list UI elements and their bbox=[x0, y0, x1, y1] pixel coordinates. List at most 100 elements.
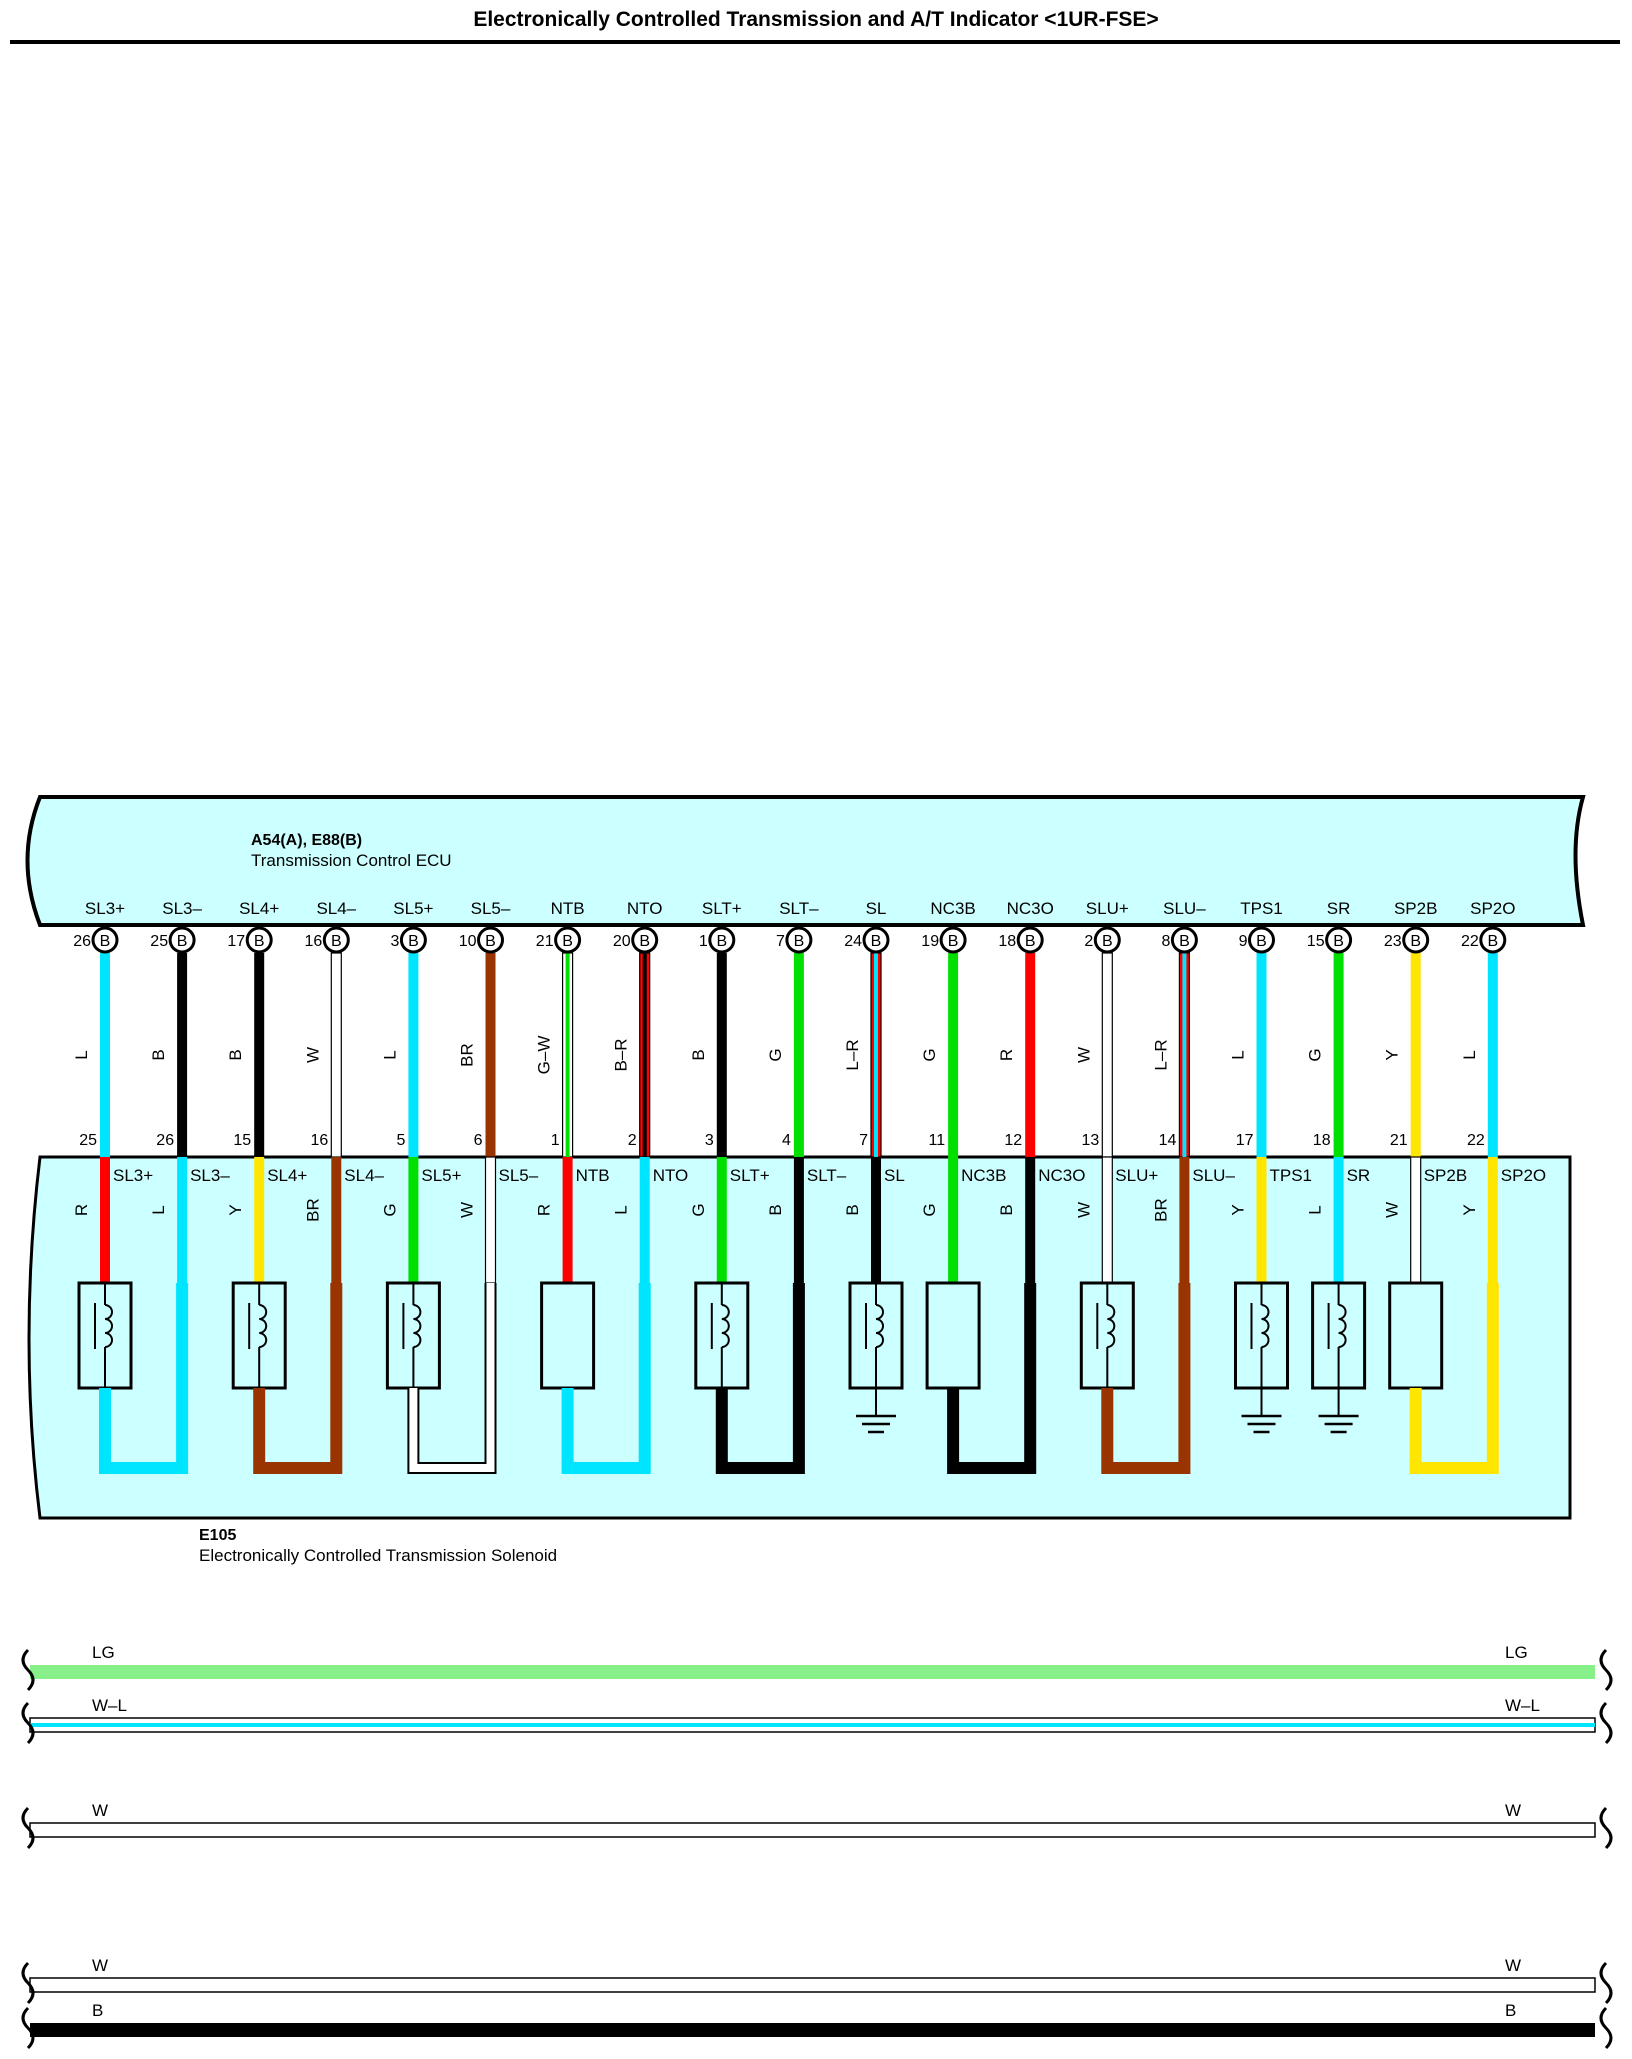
internal-wire bbox=[562, 1157, 573, 1283]
solenoid-pin-number: 12 bbox=[1004, 1132, 1022, 1149]
ecu-terminal-label: NTO bbox=[627, 899, 663, 918]
ecu-pin-number: 9 bbox=[1239, 933, 1248, 950]
ecu-terminal-label: SL4– bbox=[316, 899, 356, 918]
internal-wire-color-label: L bbox=[612, 1205, 631, 1214]
ecu-pin-number: 2 bbox=[1084, 933, 1093, 950]
solenoid-terminal-label: NC3B bbox=[961, 1166, 1006, 1185]
ecu-terminal-label: SL4+ bbox=[239, 899, 279, 918]
wire-color-label: G bbox=[920, 1048, 939, 1061]
ecu-pin-number: 23 bbox=[1384, 933, 1402, 950]
ecu-terminal-label: NC3B bbox=[930, 899, 975, 918]
ecu-terminal-label: SL3– bbox=[162, 899, 202, 918]
solenoid-terminal-label: SP2O bbox=[1501, 1166, 1546, 1185]
solenoid-pin-number: 22 bbox=[1467, 1132, 1485, 1149]
solenoid-pin-number: 3 bbox=[705, 1132, 714, 1149]
solenoid-terminal-label: SL5+ bbox=[421, 1166, 461, 1185]
return-loop-wire bbox=[253, 1283, 343, 1474]
internal-wire bbox=[177, 1157, 188, 1283]
wire-color-label: G bbox=[766, 1048, 785, 1061]
solenoid-terminal-label: SLU+ bbox=[1115, 1166, 1158, 1185]
internal-wire-color-label: L bbox=[1306, 1205, 1325, 1214]
page-title: Electronically Controlled Transmission a… bbox=[473, 8, 1159, 31]
svg-text:B: B bbox=[562, 933, 573, 950]
svg-text:B: B bbox=[639, 933, 650, 950]
harness-wire bbox=[408, 953, 419, 1157]
bus-label-left: W bbox=[92, 1956, 108, 1975]
connector-terminal: B bbox=[1325, 926, 1353, 954]
bus-label-left: LG bbox=[92, 1643, 115, 1662]
wire-color-label: L–R bbox=[843, 1039, 862, 1070]
svg-text:B: B bbox=[331, 933, 342, 950]
internal-wire-color-label: R bbox=[72, 1204, 91, 1216]
solenoid-connector-code: E105 bbox=[199, 1527, 236, 1544]
wire-color-label: L bbox=[72, 1050, 91, 1059]
svg-text:B: B bbox=[485, 933, 496, 950]
solenoid-terminal-label: NTB bbox=[576, 1166, 610, 1185]
internal-wire-color-label: W bbox=[458, 1202, 477, 1218]
ecu-pin-number: 15 bbox=[1307, 933, 1325, 950]
wire-color-label: W bbox=[1074, 1047, 1093, 1063]
ecu-terminal-label: SLT– bbox=[779, 899, 819, 918]
ecu-terminal-label: TPS1 bbox=[1240, 899, 1283, 918]
connector-terminal: B bbox=[1402, 926, 1430, 954]
connector-terminal: B bbox=[1479, 926, 1507, 954]
harness-wire bbox=[177, 953, 188, 1157]
connector-terminal: B bbox=[1170, 926, 1198, 954]
svg-text:B: B bbox=[871, 933, 882, 950]
harness-wire bbox=[793, 953, 804, 1157]
wire-color-label: R bbox=[997, 1049, 1016, 1061]
internal-wire-color-label: BR bbox=[1151, 1198, 1170, 1222]
solenoid-pin-number: 16 bbox=[311, 1132, 329, 1149]
ecu-terminal-label: SLU– bbox=[1163, 899, 1206, 918]
svg-text:B: B bbox=[100, 933, 111, 950]
svg-text:B: B bbox=[1256, 933, 1267, 950]
solenoid-terminal-label: SL4– bbox=[344, 1166, 384, 1185]
wire-color-label: B bbox=[149, 1049, 168, 1060]
svg-text:B: B bbox=[1410, 933, 1421, 950]
internal-wire bbox=[1333, 1157, 1344, 1283]
ecu-terminal-label: SL5+ bbox=[393, 899, 433, 918]
ecu-pin-number: 17 bbox=[227, 933, 245, 950]
solenoid-terminal-label: SL4+ bbox=[267, 1166, 307, 1185]
connector-terminal: B bbox=[399, 926, 427, 954]
wire-color-label: L bbox=[1229, 1050, 1248, 1059]
solenoid-pin-number: 17 bbox=[1236, 1132, 1254, 1149]
internal-wire bbox=[408, 1157, 419, 1283]
internal-wire bbox=[484, 1156, 497, 1284]
internal-wire bbox=[1256, 1157, 1267, 1283]
connector-terminal: B bbox=[939, 926, 967, 954]
sensor-element-icon bbox=[540, 1281, 596, 1390]
return-loop-wire bbox=[715, 1283, 805, 1474]
solenoid-coil-icon bbox=[231, 1281, 287, 1390]
internal-wire bbox=[1025, 1157, 1036, 1283]
internal-wire bbox=[254, 1157, 265, 1283]
harness-wire bbox=[100, 953, 110, 1157]
svg-text:B: B bbox=[1487, 933, 1498, 950]
harness-wire bbox=[1101, 952, 1113, 1158]
ecu-pin-number: 10 bbox=[459, 933, 477, 950]
ecu-pin-number: 16 bbox=[305, 933, 323, 950]
internal-wire bbox=[1487, 1157, 1498, 1283]
ecu-terminal-label: SL3+ bbox=[85, 899, 125, 918]
svg-text:B: B bbox=[948, 933, 959, 950]
sensor-element-icon bbox=[1388, 1281, 1444, 1390]
internal-wire-color-label: R bbox=[535, 1204, 554, 1216]
internal-wire-color-label: B bbox=[997, 1204, 1016, 1215]
wire-color-label: W bbox=[303, 1047, 322, 1063]
ground-icon bbox=[856, 1388, 896, 1434]
ecu-pin-number: 1 bbox=[699, 933, 708, 950]
ecu-terminal-label: NTB bbox=[551, 899, 585, 918]
connector-terminal: B bbox=[631, 926, 659, 954]
return-loop-wire bbox=[947, 1283, 1037, 1474]
ecu-terminal-label: SP2O bbox=[1470, 899, 1515, 918]
internal-wire-color-label: W bbox=[1383, 1202, 1402, 1218]
internal-wire bbox=[871, 1157, 881, 1283]
return-loop-wire bbox=[1101, 1283, 1191, 1474]
solenoid-terminal-label: NC3O bbox=[1038, 1166, 1085, 1185]
internal-wire bbox=[1101, 1156, 1113, 1284]
internal-wire-color-label: G bbox=[920, 1203, 939, 1216]
internal-wire-color-label: Y bbox=[1460, 1204, 1479, 1215]
ecu-pin-number: 22 bbox=[1461, 933, 1479, 950]
